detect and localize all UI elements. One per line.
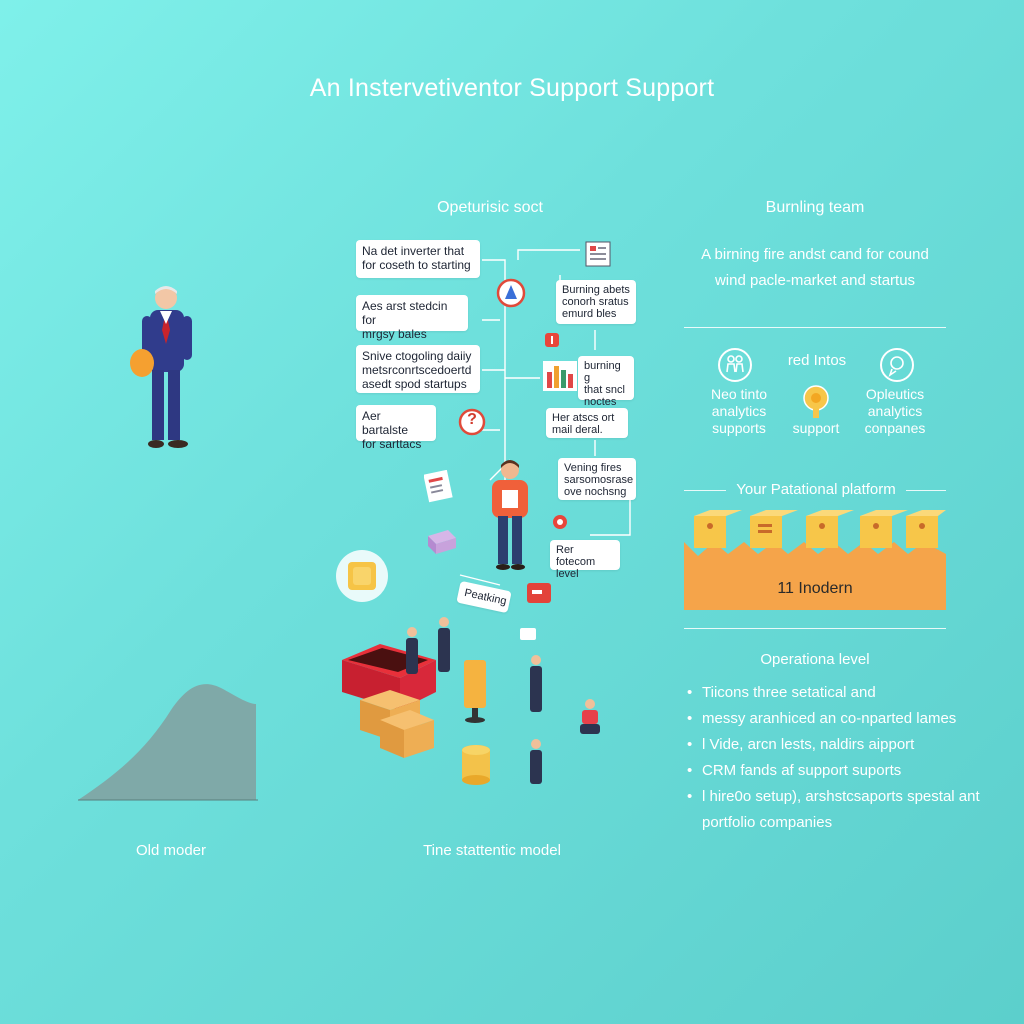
icon-col-line: conpanes	[864, 420, 926, 436]
platform-label: Your Patational platform	[736, 481, 896, 498]
flow-connectors	[459, 249, 631, 586]
flow-box-line: ove nochsng	[564, 486, 627, 498]
list-item: CRM fands af support suports	[684, 758, 984, 784]
list-item: messy aranhiced an co-nparted lames	[684, 706, 984, 732]
platform-blocks-illustration	[684, 510, 946, 610]
flow-box-line: metsrconrtscedoertd	[362, 363, 472, 377]
icon-col-line: Neo tinto	[710, 386, 768, 402]
flow-box-line: conorh sratus	[562, 296, 629, 308]
icon-col-line: support	[792, 420, 840, 436]
report-icon	[424, 470, 453, 503]
flow-box-left-3: Snive ctogoling daiiy metsrconrtscedoert…	[356, 345, 480, 393]
flow-box-line: Aer bartalste	[362, 409, 409, 437]
right-subtitle: A birning fire andst cand for cound wind…	[684, 242, 946, 294]
flow-box-line: asedt spod startups	[362, 377, 467, 391]
flow-box-line: burning g	[584, 360, 621, 384]
flow-box-line: Na det inverter that	[362, 244, 465, 258]
flow-box-line: sarsomosrase	[564, 474, 634, 486]
flow-box-line: Her atscs ort	[552, 412, 615, 424]
icon-col-line: analytics	[867, 403, 923, 419]
flow-box-line: Rer fotecom	[556, 544, 596, 568]
icon-col-3-text: Opleutics analytics conpanes	[852, 386, 938, 437]
middle-section-header: Opeturisic soct	[437, 199, 543, 216]
icon-col-1-text: Neo tinto analytics supports	[696, 386, 782, 437]
coin-badge-icon	[803, 385, 829, 418]
question-mark-icon	[458, 408, 486, 436]
investor-figure-illustration	[130, 286, 192, 448]
question-mark-text: ?	[467, 411, 477, 428]
flow-box-right-3: Her atscs ort mail deral.	[546, 408, 628, 438]
flow-box-line: that sncl	[584, 384, 625, 396]
chat-bubble-icon	[880, 348, 914, 382]
purple-box-icon	[428, 530, 456, 554]
flow-box-line: Burning abets	[562, 284, 630, 296]
people-icon	[718, 348, 752, 382]
flow-box-right-1: Burning abets conorh sratus emurd bles	[556, 280, 636, 324]
list-item: l hire0o setup), arshstcsaports spestal …	[684, 784, 984, 836]
operational-bullet-list: Tiicons three setatical and messy aranhi…	[684, 680, 984, 836]
page-title: An Instervetiventor Support Support	[309, 74, 715, 102]
flow-box-line: Vening fires	[564, 462, 622, 474]
flow-box-line: level	[556, 568, 579, 580]
right-section-header: Burnling team	[765, 199, 865, 216]
icons-center-label: red Intos	[787, 352, 847, 369]
flow-box-line: emurd bles	[562, 308, 617, 320]
right-subtitle-line: A birning fire andst cand for cound	[701, 246, 929, 263]
document-icon	[585, 241, 611, 267]
business-cluster-illustration	[342, 617, 600, 785]
icon-col-2-text: support	[780, 420, 852, 437]
flow-box-right-2: burning g that sncl noctes	[578, 356, 634, 408]
flow-box-line: for sarttacs	[362, 437, 422, 451]
list-item: l Vide, arcn lests, naldirs aipport	[684, 732, 984, 758]
flow-box-left-4: Aer bartalste for sarttacs	[356, 405, 436, 451]
divider	[684, 327, 946, 328]
icon-col-line: supports	[712, 420, 766, 436]
flow-box-line: Aes arst stedcin for	[362, 299, 448, 327]
flow-box-line: mrgsy bales	[362, 327, 427, 341]
flow-box-line: Snive ctogoling daiiy	[362, 349, 472, 363]
flow-box-line: for coseth to starting	[362, 258, 471, 272]
flow-box-right-5: Rer fotecom level	[550, 540, 620, 580]
icon-col-line: analytics	[711, 403, 767, 419]
flow-box-line: mail deral.	[552, 424, 603, 436]
old-model-curve-chart	[78, 684, 258, 801]
icon-col-line: Opleutics	[865, 386, 925, 402]
central-person-illustration	[492, 460, 528, 570]
alert-badge-icon	[545, 333, 559, 347]
divider	[684, 490, 726, 491]
warning-icon	[496, 278, 526, 308]
right-subtitle-line: wind pacle-market and startus	[714, 272, 916, 289]
left-caption: Old moder	[135, 842, 207, 859]
divider	[684, 628, 946, 629]
red-box-icon	[527, 583, 551, 603]
middle-caption: Tine stattentic model	[423, 842, 561, 859]
flow-box-right-4: Vening fires sarsomosrase ove nochsng	[558, 458, 636, 500]
bar-chart-icon	[543, 361, 577, 391]
flow-box-line: noctes	[584, 396, 617, 408]
small-alert-icon	[553, 515, 567, 529]
operational-header: Operationa level	[760, 651, 870, 668]
flow-box-left-1: Na det inverter that for coseth to start…	[356, 240, 480, 278]
flow-box-left-2: Aes arst stedcin for mrgsy bales	[356, 295, 468, 341]
list-item: Tiicons three setatical and	[684, 680, 984, 706]
divider	[906, 490, 946, 491]
coin-box-icon	[336, 550, 388, 602]
platform-value: 11 Inodern	[777, 580, 853, 597]
